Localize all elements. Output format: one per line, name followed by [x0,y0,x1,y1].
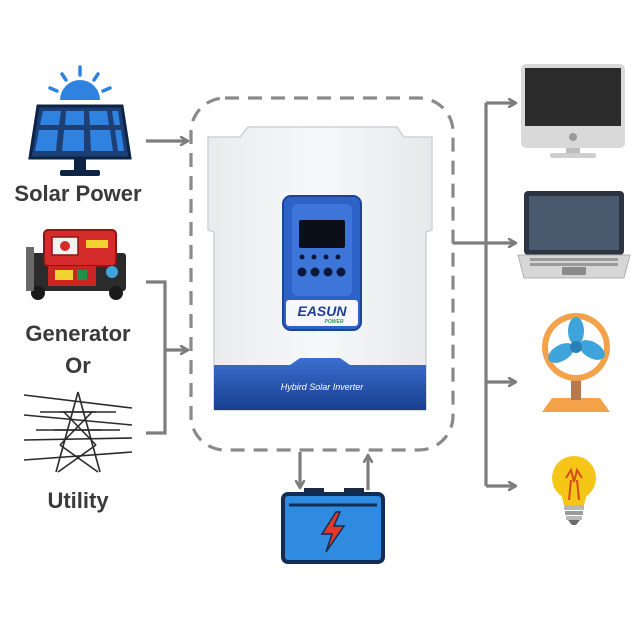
output-distribution-arrows [453,103,516,486]
inverter-brand-sub: POWER [325,319,344,325]
inverter-model-label: Hybird Solar Inverter [281,382,365,392]
generator-label: Generator [25,321,131,346]
solar-panel-icon [28,104,132,176]
hybrid-inverter: EASUN POWER Hybird Solar Inverter [207,126,433,411]
or-label: Or [65,353,91,378]
utility-label: Utility [47,488,109,513]
battery-icon [281,488,385,564]
inverter-lcd-screen [299,220,345,248]
power-tower-icon [23,391,133,473]
fan-icon [542,313,610,412]
light-bulb-icon [552,456,596,525]
monitor-icon [521,64,625,158]
battery-arrows [300,452,368,490]
inverter-dashed-boundary [189,96,455,452]
inverter-brand-logo: EASUN [297,303,347,319]
laptop-icon [517,191,631,279]
sun-icon [48,65,112,100]
solar-power-label: Solar Power [14,181,142,206]
generator-icon [26,229,126,300]
generator-utility-input-arrow [146,280,188,435]
